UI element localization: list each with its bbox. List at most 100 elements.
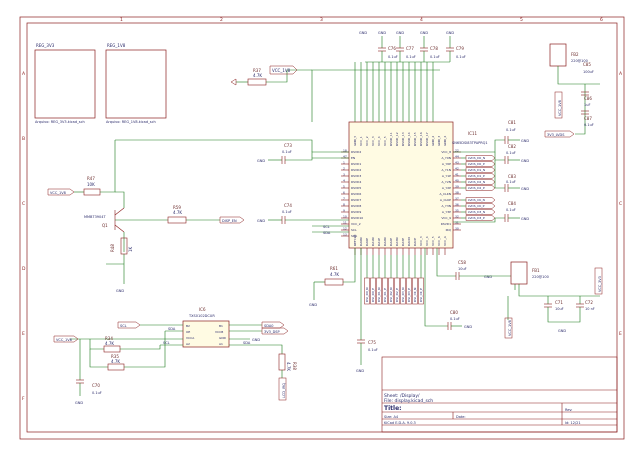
ic11-right-pin-name: RSVD1 [441,222,451,226]
ic11-bottom-pin-name: DA1P [377,238,381,246]
c77-gnd: GND [396,31,404,35]
ic6-body[interactable] [182,320,230,348]
dsi-label-text: DSI_D3_N [401,287,405,302]
r38-body[interactable] [278,353,286,371]
c73-wire-b [285,151,349,161]
r35-body[interactable] [107,363,125,371]
lvds-label-flag[interactable] [465,197,496,203]
cap-c78[interactable]: C78 0.1uF GND [420,31,440,62]
cap-c73[interactable]: C73 0.1uF GND [257,143,349,164]
ic11-right-pin-number: 38 [455,190,459,194]
ic11[interactable]: IC11 SN65DSI83TPAPRQ1 RSVD218EN47RSVD11R… [341,121,488,255]
q1-collector-wire [115,191,125,208]
q1-transistor[interactable]: Q1 MMBT3904T [84,191,168,240]
sheet-reg-3v3-box[interactable] [34,49,96,119]
vcc-fb1-text: VCC_1V8 [508,320,512,336]
label-vcc-1v8-left[interactable]: VCC_1V8 [53,335,79,343]
lvds-label-flag[interactable] [465,203,496,209]
lvds-label-flag[interactable] [465,185,496,191]
label-disp-en[interactable]: DISP_EN [219,216,245,224]
ic11-left-pin-name: RSVD2 [351,150,361,154]
tb-kicad: KiCad E.D.A. 9.0.3 [384,421,416,425]
cap-c75[interactable]: C75 0.1uF GND [356,248,378,373]
c82-ref: C82 [508,144,516,149]
dsi-label-flag[interactable] [394,277,400,305]
r47-body[interactable] [83,188,101,196]
ic11-body[interactable] [348,121,454,249]
lvds-label-flag[interactable] [465,155,496,161]
level-shifter[interactable]: IC6 TXS0102DCUR B2 OE VCCA A2 B1 VCCB GN… [182,307,230,348]
label-vcc-3v3-right[interactable]: VCC_3V3 [594,267,603,295]
r37-body[interactable] [247,78,267,86]
dsi-label-flag[interactable] [376,277,382,305]
ic11-top-pin-name: RSVD_17 [425,132,429,146]
ic6-pin-gnd: A2 [186,342,190,346]
ic11-bottom-pin-name: DA0P [365,238,369,246]
ic11-left-pin-number: 9 [343,208,345,212]
tb-file: File: display.kicad_sch [384,398,433,404]
cap-c77[interactable]: C77 0.1uF GND [396,31,416,62]
lvds-label-flag[interactable] [465,173,496,179]
cap-c70[interactable]: C70 0.1uF GND [75,339,102,405]
cap-c74[interactable]: C74 0.1uF GND [257,203,349,224]
label-vcc-fb1[interactable]: VCC_1V8 [504,317,513,339]
ic11-left-pin-name: EN [351,156,355,160]
label-irq[interactable]: LCD_IRQ [278,377,287,401]
zone-top-3: 3 [320,17,323,23]
sheet-reg-1v8[interactable]: REG_1V8 Arquivo: REG_1V8.kicad_sch [105,43,167,124]
dsi-label-flag[interactable] [412,277,418,305]
dsi-label-flag[interactable] [418,277,424,305]
cap-c81[interactable]: C81 0.1uF GND [453,120,529,153]
r34-body[interactable] [103,345,121,353]
r47-ref: R47 [87,176,95,181]
scl-left-text: SCL [120,324,127,328]
dsi-label-flag[interactable] [388,277,394,305]
c82-gnd: GND [521,159,529,163]
ic11-left-pin-number: 1 [343,160,345,164]
zone-side-a-right: A [619,71,623,77]
dsi-label-flag[interactable] [370,277,376,305]
cap-c76[interactable]: C76 0.1uF GND [378,31,398,62]
label-vcc-1v8-fb2[interactable]: VCC_1V8 [554,91,563,119]
label-vcc-1v8-r47[interactable]: VCC_1V8 [47,188,75,196]
zone-side-b: B [22,136,25,142]
inner-frame [26,22,618,433]
ic6-pin-vcca: VCCA [186,336,195,340]
lvds-label-flag[interactable] [465,161,496,167]
lvds-label-flag[interactable] [465,209,496,215]
dsi-label-flag[interactable] [406,277,412,305]
ic11-bottom-pin-name: DACN [407,237,411,246]
cap-c80[interactable]: C80 0.1uF GND [424,248,472,330]
outer-frame [19,16,625,440]
label-scl-left[interactable]: SCL [117,321,141,329]
ic11-left-pin-name: RSVD6 [351,192,361,196]
lvds-label-flag[interactable] [465,215,496,221]
c74-ref: C74 [284,203,292,208]
dsi-label-flag[interactable] [400,277,406,305]
fb1-body[interactable] [510,261,528,285]
c79-value: 0.1uF [456,55,466,59]
fb2-body[interactable] [549,43,567,67]
r61-body[interactable] [324,278,344,286]
lvds-label-flag[interactable] [465,179,496,185]
r47-wire-b [100,140,116,193]
dsi-label-flag[interactable] [382,277,388,305]
label-sda-out[interactable]: 3V3_DSP [261,327,289,335]
label-3v3-lvds[interactable]: 3V3_LVDS [544,130,575,138]
r59-body[interactable] [167,216,187,224]
r35-wire-a [89,349,108,368]
r48-gnd: GND [116,289,124,293]
dsi-label-flag[interactable] [364,277,370,305]
label-vcc-1v8-top[interactable]: VCC_1V8 [269,65,298,75]
cap-c83[interactable]: C83 0.1uF GND [494,160,529,192]
sheet-reg-3v3[interactable]: REG_3V3 Arquivo: REG_3V3.kicad_sch [34,43,96,124]
cap-c79[interactable]: C79 0.1uF GND [446,31,466,62]
ic11-bottom-pin-name: DA2N [383,238,387,246]
sheet-reg-1v8-box[interactable] [105,49,167,119]
cap-c82[interactable]: C82 0.1uF GND [494,144,529,164]
cap-c84[interactable]: C84 0.1uF GND [453,201,529,223]
lvds-label-text: LVDS_D0_P [468,162,485,166]
lvds-label-flag[interactable] [465,167,496,173]
label-scl-out[interactable]: SDA0 [261,321,285,329]
cap-c58[interactable]: C58 10uF GND [436,248,492,280]
